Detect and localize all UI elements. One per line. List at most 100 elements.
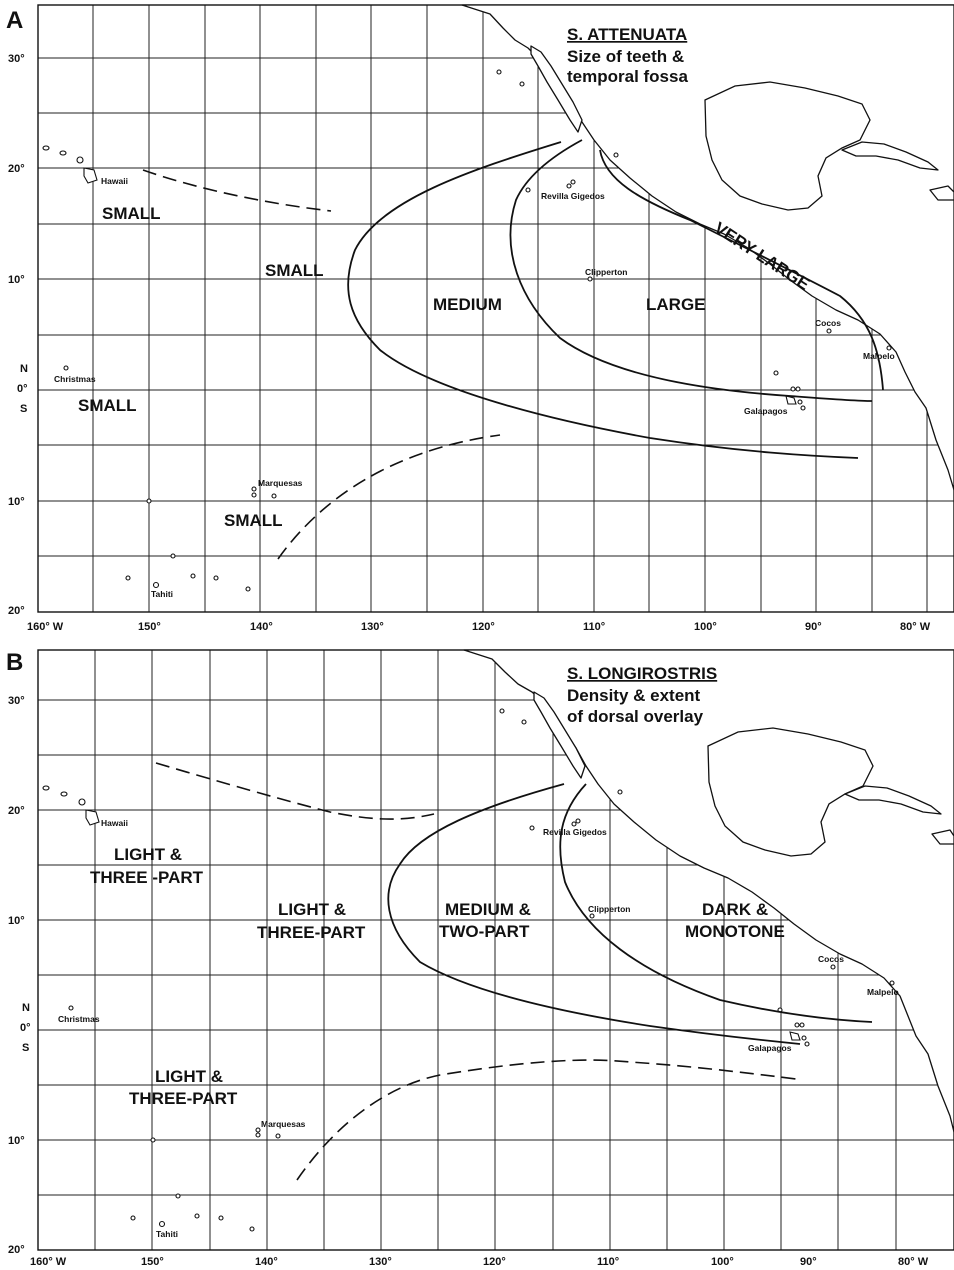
island-line-south: [150, 1137, 156, 1143]
label-malpelo: Malpelo: [867, 987, 899, 997]
species-title: S. LONGIROSTRIS: [567, 664, 717, 683]
y-tick: 20°: [8, 805, 25, 817]
x-tick: 130°: [361, 621, 384, 633]
island-society: [125, 575, 131, 581]
island-tuamotu-3: [218, 1215, 224, 1221]
island-tuamotu-4: [245, 586, 251, 592]
boundary-medium-large: [509, 139, 873, 402]
map-a-svg: SMALL SMALL SMALL SMALL MEDIUM LARGE VER…: [6, 4, 954, 633]
island-guadalupe: [499, 708, 505, 714]
region-small-center: SMALL: [265, 261, 324, 280]
x-tick: 80° W: [900, 621, 931, 633]
subtitle-line-1: Density & extent: [567, 686, 701, 705]
hemisphere-n: N: [20, 363, 28, 375]
y-tick: 10°: [8, 496, 25, 508]
boundaries: [142, 139, 884, 560]
hemisphere-n: N: [22, 1002, 30, 1014]
x-axis-labels: 160° W 150° 140° 130° 120° 110° 100° 90°…: [30, 1256, 929, 1268]
dashed-boundary-south: [277, 434, 501, 560]
island-tuamotu-1: [170, 553, 176, 559]
y-axis-labels: 30° 20° 10° N 0° S 10° 20°: [8, 53, 28, 617]
subtitle-line-2: temporal fossa: [567, 67, 688, 86]
label-hawaii: Hawaii: [101, 818, 128, 828]
island-galapagos-3: [799, 1022, 805, 1028]
island-maui: [78, 798, 86, 806]
region-small-hawaii: SMALL: [102, 204, 161, 223]
label-revilla-gigedos: Revilla Gigedos: [543, 827, 607, 837]
island-christmas: [63, 365, 69, 371]
islands: [42, 708, 895, 1232]
y-tick: 10°: [8, 274, 25, 286]
cuba: [841, 141, 939, 171]
y-tick: 0°: [20, 1022, 31, 1034]
island-baja-offshore: [519, 81, 525, 87]
island-tuamotu-2: [194, 1213, 200, 1219]
region-light-hawaii-line1: LIGHT &: [114, 845, 182, 864]
region-dark-line1: DARK &: [702, 900, 768, 919]
island-marquesas-1: [251, 486, 257, 492]
americas-coastline: [463, 649, 954, 1133]
island-marquesas-1: [255, 1127, 261, 1133]
island-gulf: [613, 152, 619, 158]
y-axis-labels: 30° 20° 10° N 0° S 10° 20°: [8, 695, 31, 1256]
label-tahiti: Tahiti: [156, 1229, 178, 1239]
island-gulf: [617, 789, 623, 795]
region-light-south-line2: THREE-PART: [129, 1089, 238, 1108]
hispaniola: [931, 829, 954, 845]
region-light-center-line1: LIGHT &: [278, 900, 346, 919]
island-revilla-1: [529, 825, 535, 831]
x-tick: 110°: [597, 1256, 619, 1268]
gulf-of-mexico: [707, 727, 874, 857]
panel-letter: B: [6, 649, 23, 676]
map-panel-a: SMALL SMALL SMALL SMALL MEDIUM LARGE VER…: [6, 4, 954, 633]
region-light-hawaii-line2: THREE -PART: [90, 868, 204, 887]
baja-california: [530, 45, 583, 133]
island-oahu: [60, 791, 68, 797]
island-galapagos-6: [804, 1041, 810, 1047]
x-tick: 160° W: [27, 621, 64, 633]
islands: [42, 69, 892, 592]
x-tick: 120°: [472, 621, 495, 633]
island-guadalupe: [496, 69, 502, 75]
island-tuamotu-1: [175, 1193, 181, 1199]
island-cocos: [826, 328, 832, 334]
island-revilla-1: [525, 187, 531, 193]
island-marquesas-2: [255, 1132, 261, 1138]
boundary-small-medium: [347, 141, 859, 459]
label-christmas: Christmas: [54, 374, 96, 384]
label-cocos: Cocos: [818, 954, 844, 964]
island-revilla-3: [575, 818, 581, 824]
x-tick: 130°: [369, 1256, 392, 1268]
x-tick: 140°: [255, 1256, 278, 1268]
label-marquesas: Marquesas: [261, 1119, 306, 1129]
island-galapagos-4: [789, 1031, 801, 1041]
y-tick: 0°: [17, 383, 28, 395]
region-large: LARGE: [646, 295, 706, 314]
label-revilla-gigedos: Revilla Gigedos: [541, 191, 605, 201]
island-society: [130, 1215, 136, 1221]
island-galapagos-2: [790, 386, 796, 392]
species-title: S. ATTENUATA: [567, 25, 687, 44]
island-niihau: [42, 145, 50, 151]
island-oahu: [59, 150, 67, 156]
island-galapagos-6: [800, 405, 806, 411]
label-galapagos: Galapagos: [748, 1043, 792, 1053]
x-tick: 100°: [711, 1256, 734, 1268]
x-tick: 150°: [138, 621, 161, 633]
x-tick: 140°: [250, 621, 273, 633]
dashed-boundary-hawaii: [142, 169, 332, 212]
map-panel-b: LIGHT & THREE -PART LIGHT & THREE-PART L…: [0, 642, 954, 1270]
island-hawaii: [85, 809, 100, 826]
hemisphere-s: S: [20, 403, 27, 415]
boundary-medium-dark: [559, 783, 873, 1023]
island-revilla-2: [571, 821, 577, 827]
island-marquesas-3: [275, 1133, 281, 1139]
region-medium: MEDIUM: [433, 295, 502, 314]
region-light-south-line1: LIGHT &: [155, 1067, 223, 1086]
region-light-center-line2: THREE-PART: [257, 923, 366, 942]
island-marquesas-2: [251, 492, 257, 498]
island-tahiti: [152, 581, 160, 589]
island-galapagos-4: [785, 395, 797, 405]
x-tick: 100°: [694, 621, 717, 633]
y-tick: 20°: [8, 163, 25, 175]
